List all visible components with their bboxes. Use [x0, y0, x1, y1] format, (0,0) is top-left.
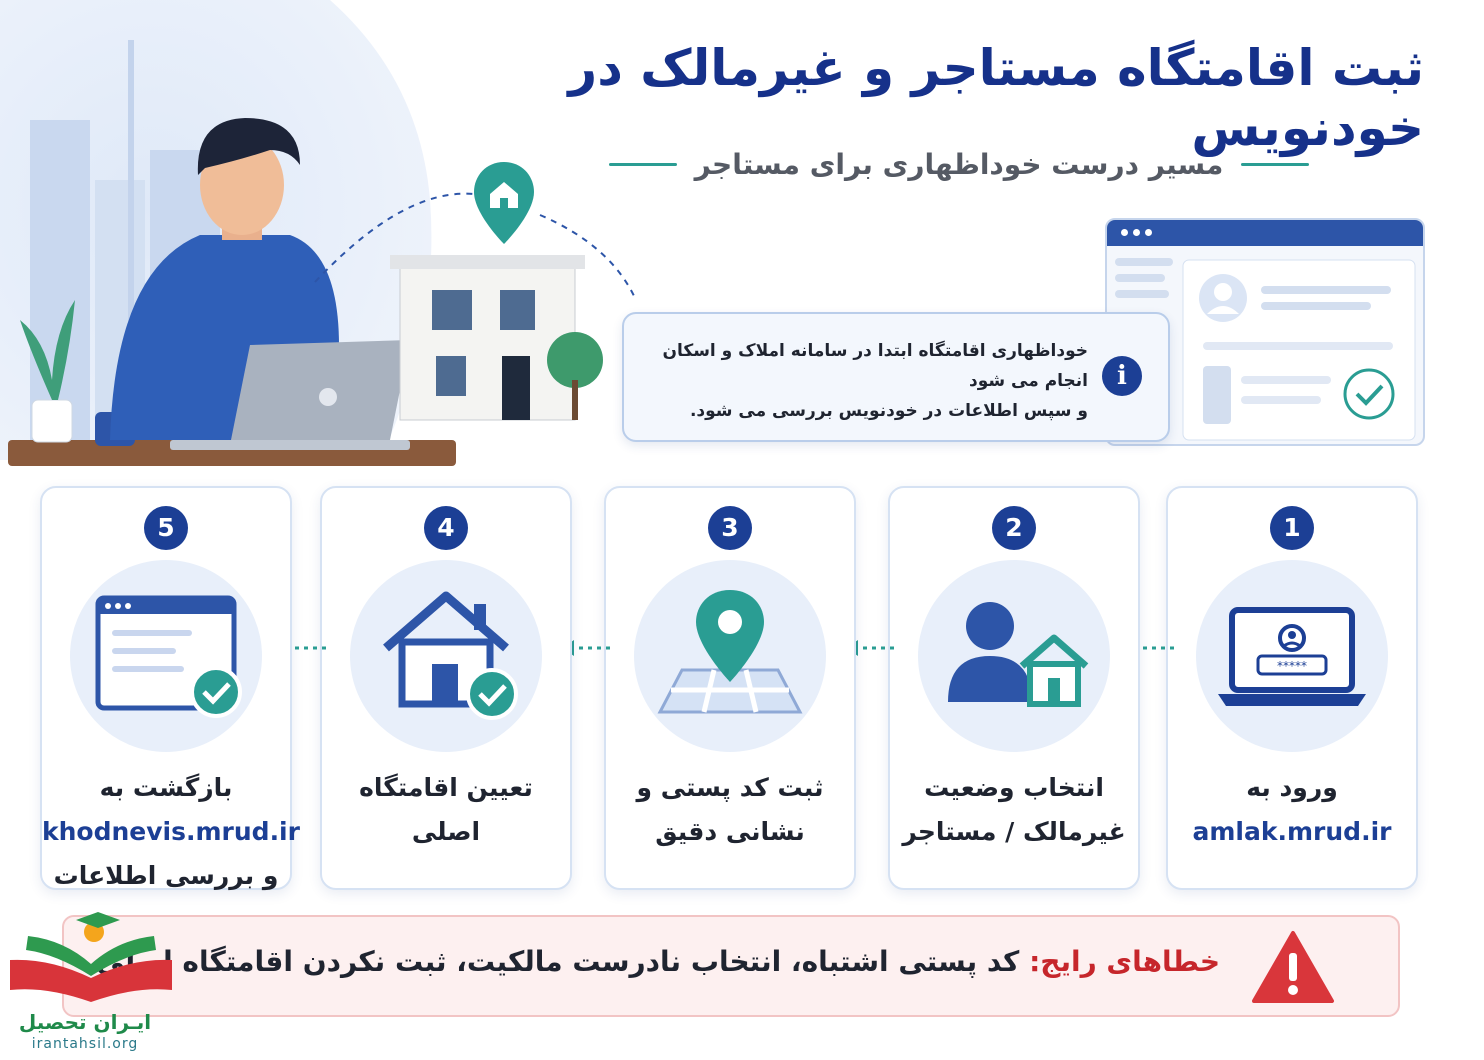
step-label-line: غیرمالک / مستاجر [902, 817, 1126, 846]
khodnevis-link[interactable]: khodnevis.mrud.ir [42, 817, 300, 846]
step-label: ثبت کد پستی و نشانی دقیق [606, 766, 854, 854]
step-card-1: 1 ***** ورود به amlak.mrud.ir [1166, 486, 1418, 890]
step-number: 5 [144, 506, 188, 550]
step-label-line: بازگشت به [99, 773, 233, 802]
step-label-line: ورود به [1246, 773, 1338, 802]
step-label-line: اصلی [411, 817, 481, 846]
info-text: خوداظهاری اقامتگاه ابتدا در سامانه املاک… [638, 336, 1088, 426]
warning-label: خطاهای رایج: [1029, 945, 1220, 978]
step-card-5: 5 بازگشت به khodnevis.mrud.ir و بررسی اط… [40, 486, 300, 890]
step-label-line: تعیین اقامتگاه [359, 773, 533, 802]
step-label-line: نشانی دقیق [655, 817, 805, 846]
subtitle-line-left [609, 162, 677, 166]
browser-title-bar [1107, 220, 1423, 246]
page-title: ثبت اقامتگاه مستاجر و غیرمالک در خودنویس [568, 39, 1424, 157]
step-label-line: و بررسی اطلاعات [53, 861, 279, 890]
location-pin-icon [474, 162, 534, 244]
svg-text:*****: ***** [1277, 659, 1307, 673]
warning-text: خطاهای رایج: کد پستی اشتباه، انتخاب نادر… [96, 945, 1220, 978]
step-label-line: انتخاب وضعیت [924, 773, 1104, 802]
step-icon-circle [918, 560, 1110, 752]
map-pin-icon [657, 590, 803, 714]
step-label: بازگشت به khodnevis.mrud.ir و بررسی اطلا… [42, 766, 300, 898]
step-icon-circle [634, 560, 826, 752]
step-number: 1 [1270, 506, 1314, 550]
amlak-link[interactable]: amlak.mrud.ir [1192, 817, 1392, 846]
person-house-icon [948, 602, 1089, 707]
illustration-background [0, 0, 636, 466]
warning-box: خطاهای رایج: کد پستی اشتباه، انتخاب نادر… [62, 915, 1400, 1017]
subtitle-row: مسیر درست خوداظهاری برای مستاجر [609, 142, 1309, 186]
step-number: 3 [708, 506, 752, 550]
warning-message: کد پستی اشتباه، انتخاب نادرست مالکیت، ثب… [96, 945, 1030, 978]
info-box: i خوداظهاری اقامتگاه ابتدا در سامانه امل… [622, 312, 1170, 442]
step-card-4: 4 تعیین اقامتگاه اصلی [320, 486, 572, 890]
step-icon-circle [70, 560, 262, 752]
profile-form-icon [1115, 258, 1416, 441]
subtitle-line-right [1241, 162, 1309, 166]
subtitle: مسیر درست خوداظهاری برای مستاجر [694, 147, 1224, 181]
step-number: 2 [992, 506, 1036, 550]
laptop-login-icon: ***** [1218, 607, 1366, 706]
step-icon-circle: ***** [1196, 560, 1388, 752]
info-line-2: و سپس اطلاعات در خودنویس بررسی می شود. [689, 401, 1088, 421]
step-card-2: 2 انتخاب وضعیت غیرمالک / مستاجر [888, 486, 1140, 890]
step-label: انتخاب وضعیت غیرمالک / مستاجر [890, 766, 1138, 854]
step-number: 4 [424, 506, 468, 550]
logo-name: ایـران تحصیل [18, 1010, 152, 1034]
step-label-line: ثبت کد پستی و [636, 773, 824, 802]
browser-check-icon [95, 595, 242, 718]
logo-url[interactable]: irantahsil.org [31, 1036, 139, 1052]
house-check-icon [383, 591, 518, 720]
irantahsil-logo-icon [10, 912, 172, 1002]
step-label: ورود به amlak.mrud.ir [1168, 766, 1416, 854]
step-label: تعیین اقامتگاه اصلی [322, 766, 570, 854]
warning-triangle-icon [1252, 931, 1334, 1003]
step-icon-circle [350, 560, 542, 752]
info-icon: i [1102, 356, 1142, 396]
info-line-1: خوداظهاری اقامتگاه ابتدا در سامانه املاک… [662, 341, 1088, 391]
step-card-3: 3 ثبت کد پستی و نشانی دقیق [604, 486, 856, 890]
